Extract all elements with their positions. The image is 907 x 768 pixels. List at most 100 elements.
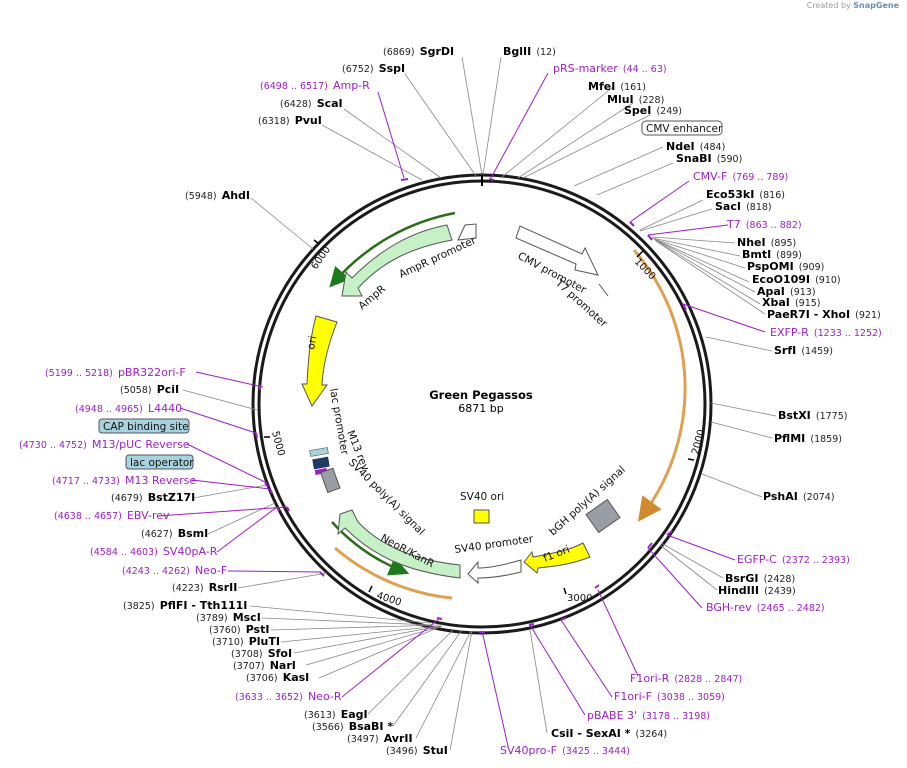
enzyme-label: (5058) PciI: [120, 378, 179, 397]
enzyme-label: HindIII (2439): [718, 579, 796, 598]
primer-label: (4638 .. 4657) EBV-rev: [54, 504, 170, 523]
primer-label: (4717 .. 4733) M13 Reverse: [52, 469, 196, 488]
enzyme-label: (6869) SgrDI: [383, 40, 454, 59]
enzyme-label: SnaBI (590): [676, 147, 742, 166]
label-lac-promoter: lac promoter: [327, 387, 351, 456]
enzyme-label: ApaI (913): [757, 280, 816, 299]
primer-label: (4730 .. 4752) M13/pUC Reverse: [19, 433, 190, 452]
enzyme-label: PflMI (1859): [774, 427, 842, 446]
primer-label: BGH-rev (2465 .. 2482): [706, 596, 825, 615]
primer-label: (4243 .. 4262) Neo-F: [122, 559, 227, 578]
enzyme-label: (3760) PstI: [209, 618, 269, 637]
enzyme-label: (3708) SfoI: [231, 642, 292, 661]
label-sv40-ori: SV40 ori: [460, 491, 504, 503]
enzyme-label: (3613) EagI: [304, 703, 368, 722]
neo-stripe: [334, 546, 453, 600]
enzyme-label: (3707) NarI: [233, 654, 296, 673]
ampr-stripe: [329, 211, 456, 288]
enzyme-label: CsiI - SexAI * (3264): [551, 722, 667, 741]
enzyme-label: PshAI (2074): [763, 485, 835, 504]
enzyme-label: EcoO109I (910): [752, 268, 841, 287]
enzyme-label: BglII (12): [503, 40, 556, 59]
enzyme-label: (3497) AvrII: [347, 727, 413, 746]
cap-binding-label: CAP binding site: [103, 421, 189, 433]
enzyme-leader-lines: [182, 56, 777, 751]
neor-feature: [337, 509, 461, 579]
enzyme-label: (6318) PvuI: [258, 109, 322, 128]
primer-label: EXFP-R (1233 .. 1252): [770, 321, 882, 340]
cap-site-feature: [312, 456, 330, 470]
enzyme-label: (3789) MscI: [196, 606, 261, 625]
primer-leader-lines: [157, 72, 766, 747]
lac-operator-feature: [309, 447, 329, 457]
enzyme-label: (4223) RsrII: [172, 576, 237, 595]
bgh-polya-feature: [585, 498, 621, 534]
enzyme-label: MluI (228): [607, 88, 664, 107]
primer-label: (4584 .. 4603) SV40pA-R: [90, 540, 218, 559]
enzyme-label: PspOMI (909): [747, 255, 824, 274]
enzyme-label: XbaI (915): [762, 291, 821, 310]
ori-feature: [301, 315, 338, 407]
snapgene-credit: Created by SnapGene: [806, 1, 899, 10]
enzyme-label: (3706) KasI: [246, 666, 309, 685]
enzyme-label: (6428) ScaI: [280, 92, 343, 111]
label-ori: ori: [305, 335, 319, 351]
lac-operator-label: lac operator: [130, 457, 194, 469]
enzyme-label: NdeI (484): [666, 135, 725, 154]
enzyme-label: PaeR7I - XhoI (921): [767, 303, 881, 322]
enzyme-label: (4679) BstZ17I: [111, 486, 195, 505]
enzyme-label: SacI (818): [715, 195, 772, 214]
ampr-promoter-feature: [457, 223, 477, 241]
sv40-promoter-feature: [467, 559, 522, 585]
label-sv40-promoter: SV40 promoter: [454, 533, 535, 556]
tick-3000: 3000: [567, 593, 592, 604]
primer-label: pBABE 3' (3178 .. 3198): [587, 704, 710, 723]
enzyme-label: MfeI (161): [588, 75, 646, 94]
enzyme-label: SpeI (249): [624, 99, 682, 118]
enzyme-label: SrfI (1459): [774, 339, 833, 358]
tick-5000: 5000: [269, 430, 286, 457]
primer-marks: [255, 178, 687, 633]
plasmid-name: Green Pegassos: [429, 388, 533, 402]
primer-label: T7 (863 .. 882): [726, 213, 802, 232]
grey-feature-left: [319, 467, 341, 494]
label-bgh-polya: bGH poly(A) signal: [547, 464, 628, 539]
enzyme-labels: (6869) SgrDI BglII (12) (6752) SspI (642…: [111, 40, 881, 758]
enzyme-label: (3566) BsaBI *: [312, 715, 393, 734]
lac-operator-box: [125, 454, 194, 470]
cmv-enhancer-label: CMV enhancer: [646, 123, 723, 135]
enzyme-label: (3496) StuI: [386, 739, 448, 758]
enzyme-label: BmtI (899): [742, 243, 802, 262]
enzyme-label: BstXI (1775): [778, 404, 847, 423]
label-ampr: AmpR: [356, 283, 388, 312]
f1-ori-feature: [523, 542, 591, 574]
tick-marks: [264, 239, 695, 595]
primer-label: CMV-F (769 .. 789): [693, 165, 788, 184]
plasmid-length: 6871 bp: [458, 402, 503, 415]
primer-label: EGFP-C (2372 .. 2393): [737, 548, 850, 567]
f1-ori-stripe: [632, 249, 687, 522]
cmv-promoter-feature: [515, 225, 599, 276]
enzyme-label: (3825) PflFI - Tth111I: [123, 594, 247, 613]
primer-label: (6498 .. 6517) Amp-R: [260, 74, 370, 93]
enzyme-label: (5948) AhdI: [185, 184, 250, 203]
primer-label: SV40pro-F (3425 .. 3444): [500, 739, 630, 758]
sv40-ori-feature: [473, 509, 490, 524]
enzyme-label: (4627) BsmI: [141, 522, 208, 541]
cmv-enhancer-box: [641, 120, 723, 136]
enzyme-label: BsrGI (2428): [725, 567, 795, 586]
primer-label: pRS-marker (44 .. 63): [553, 57, 667, 76]
cap-binding-box: [98, 418, 190, 434]
primer-labels: (6498 .. 6517) Amp-R pRS-marker (44 .. 6…: [19, 57, 882, 758]
primer-label: (4948 .. 4965) L4440: [75, 397, 182, 416]
enzyme-label: (6752) SspI: [342, 57, 405, 76]
enzyme-label: NheI (895): [737, 231, 796, 250]
primer-label: (5199 .. 5218) pBR322ori-F: [45, 361, 186, 380]
primer-label: F1ori-F (3038 .. 3059): [614, 685, 725, 704]
primer-label: F1ori-R (2828 .. 2847): [630, 667, 742, 686]
ampr-feature: [341, 224, 453, 297]
neor-stripe: [331, 521, 410, 576]
enzyme-label: (3710) PluTI: [212, 630, 280, 649]
primer-label: (3633 .. 3652) Neo-R: [235, 685, 342, 704]
